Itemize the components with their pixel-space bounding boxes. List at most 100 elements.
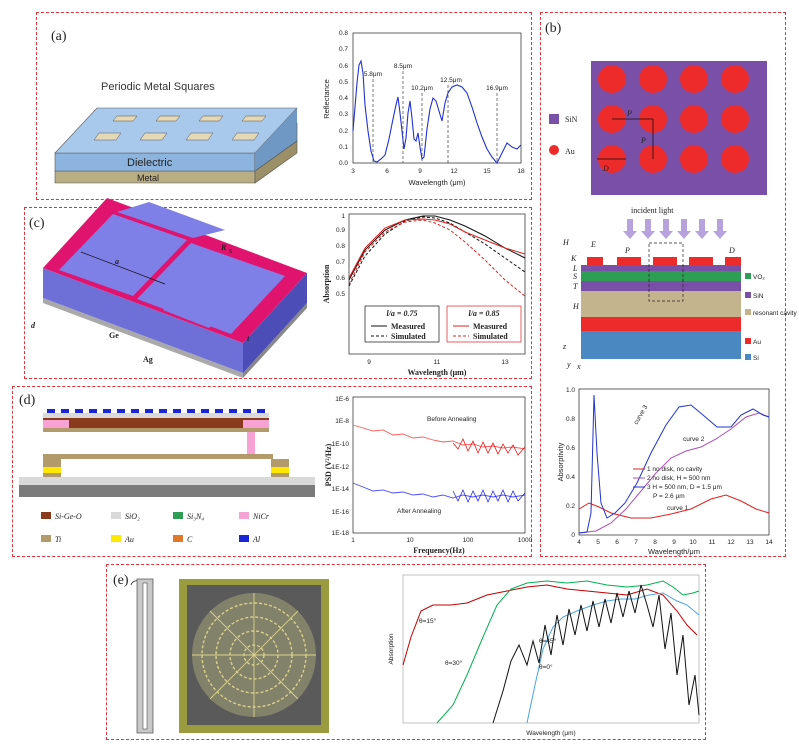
psd-ylabel: PSD (V²/Hz)	[324, 443, 333, 486]
absorption-xticks: 9 11 13	[367, 359, 509, 366]
measured-085	[348, 218, 526, 279]
absorptivity-ytick: 0.6	[566, 445, 575, 452]
absorptivity-xtick: 5	[596, 539, 600, 546]
reflectance-ytick: 0.5	[339, 79, 348, 86]
panel-c: (c) y x z a R s d t Ge Ag 0.5 0.6 0.7 0.…	[24, 198, 532, 379]
dim-label: x	[576, 362, 581, 371]
label-ag: Ag	[143, 355, 153, 364]
absorption-ytick: 0.6	[336, 275, 345, 282]
absorption-ytick: 0.7	[336, 259, 345, 266]
figure-shape	[587, 257, 603, 265]
label-before-annealing: Before Annealing	[427, 416, 477, 423]
absorptivity-ytick: 0.8	[566, 416, 575, 423]
material-label: Au	[124, 535, 134, 544]
figure-shape	[173, 535, 183, 542]
reflectance-ytick: 0.6	[339, 63, 348, 70]
reflectance-annotation: 16.9μm	[486, 85, 508, 92]
figure-shape	[247, 432, 255, 454]
figure-shape	[43, 413, 269, 418]
reflectance-yticks: 0.0 0.1 0.2 0.3 0.4 0.5 0.6 0.7 0.8	[339, 30, 348, 167]
absorptivity-xtick: 4	[577, 539, 581, 546]
figure-shape	[159, 409, 167, 413]
figure-shape	[243, 420, 269, 428]
absorption-ytick: 0.9	[336, 227, 345, 234]
absorptivity-legend: 1 no disk, no cavity 2 no disk, H = 500 …	[633, 466, 722, 500]
figure-shape	[243, 303, 307, 378]
angle-label-15: θ=15°	[419, 617, 437, 625]
reflectance-xtick: 18	[517, 168, 525, 175]
figure-shape	[43, 467, 61, 473]
angle-chart-ylabel: Absorption	[388, 633, 395, 664]
curve-2	[578, 412, 770, 534]
angle-chart-xlabel: Wavelength (μm)	[526, 730, 575, 737]
figure-shape	[209, 610, 299, 700]
absorption-ylabel: Absorption	[322, 264, 331, 303]
absorption-yticks: 0.5 0.6 0.7 0.8 0.9 1	[336, 213, 345, 298]
absorptivity-ylabel: Absorptivity	[556, 442, 565, 481]
figure-shape	[231, 132, 260, 141]
figure-shape	[111, 512, 121, 519]
reflectance-ylabel: Reflectance	[322, 79, 331, 119]
figure-shape	[271, 467, 289, 473]
metasurface-top-view	[179, 579, 329, 733]
material-label: Al	[252, 535, 261, 544]
dim-label: S	[573, 272, 577, 281]
reflectance-xtick: 15	[483, 168, 491, 175]
figure-shape	[721, 65, 749, 93]
reflectance-xtick: 9	[418, 168, 422, 175]
figure-shape	[677, 219, 691, 239]
reflectance-annotations: 5.8μm 8.5μm 10.2μm 12.5μm 16.9μm	[364, 63, 508, 92]
absorptivity-xtick: 12	[727, 539, 735, 546]
reflectance-annotation: 10.2μm	[411, 85, 433, 92]
stack-legend: VO₂ SiN resonant cavity Au Si	[745, 273, 797, 362]
reflectance-ytick: 0.2	[339, 128, 348, 135]
absorption-ytick: 0.8	[336, 243, 345, 250]
reflectance-ytick: 0.0	[339, 160, 348, 167]
figure-shape	[112, 115, 138, 122]
dim-label: E	[590, 240, 596, 249]
absorption-ytick: 1	[341, 213, 345, 220]
figure-shape	[155, 115, 181, 122]
figure-shape	[639, 65, 667, 93]
layer-metal-label: Metal	[137, 173, 160, 183]
panel-c-drawing: y x z a R s d t Ge Ag 0.5 0.6 0.7 0.8 0.…	[31, 198, 526, 378]
dim-label: z	[562, 342, 567, 351]
reflectance-annotation: 12.5μm	[440, 77, 462, 84]
psd-ytick: 1E-16	[332, 509, 350, 516]
figure-shape	[578, 388, 770, 536]
panel-d: (d)	[12, 386, 533, 557]
figure-shape	[93, 132, 122, 141]
figure-shape	[142, 582, 148, 730]
curve-theta-30	[436, 580, 700, 724]
stack-label-au: Au	[753, 339, 761, 346]
figure-shape	[257, 409, 265, 413]
material-label: Si₃N₄	[187, 512, 204, 521]
absorptivity-ytick: 0	[571, 532, 575, 539]
angle-label-45: θ=45°	[539, 637, 557, 645]
period-arrows	[597, 118, 654, 160]
figure-shape	[215, 409, 223, 413]
after-annealing-noise	[452, 489, 526, 503]
reflectance-chart: 0.0 0.1 0.2 0.3 0.4 0.5 0.6 0.7 0.8 3 6 …	[322, 30, 525, 187]
panel-d-drawing: Si-Ge-O SiO₂ Si₃N₄ NiCr Ti Au C Al 1E-6 …	[19, 396, 533, 555]
figure-shape	[43, 298, 243, 378]
curve-theta-0	[492, 584, 700, 724]
figure-shape	[745, 354, 751, 360]
figure-shape	[43, 428, 269, 432]
psd-ytick: 1E-12	[332, 464, 350, 471]
panel-e-label: (e)	[113, 573, 129, 588]
panel-d-label: (d)	[19, 393, 36, 408]
figure-shape	[581, 265, 741, 271]
figure-shape	[43, 454, 273, 459]
material-label: SiO₂	[125, 512, 140, 521]
dim-label: T	[573, 282, 578, 291]
simulated-085	[348, 219, 526, 297]
legend-red-measured: Measured	[473, 322, 508, 331]
figure-shape	[695, 219, 709, 239]
psd-ytick: 1E-6	[335, 396, 349, 403]
figure-shape	[680, 105, 708, 133]
reflectance-curve	[352, 59, 522, 164]
psd-xtick: 1000	[518, 537, 533, 544]
figure-shape	[229, 409, 237, 413]
dim-label: H	[562, 238, 570, 247]
